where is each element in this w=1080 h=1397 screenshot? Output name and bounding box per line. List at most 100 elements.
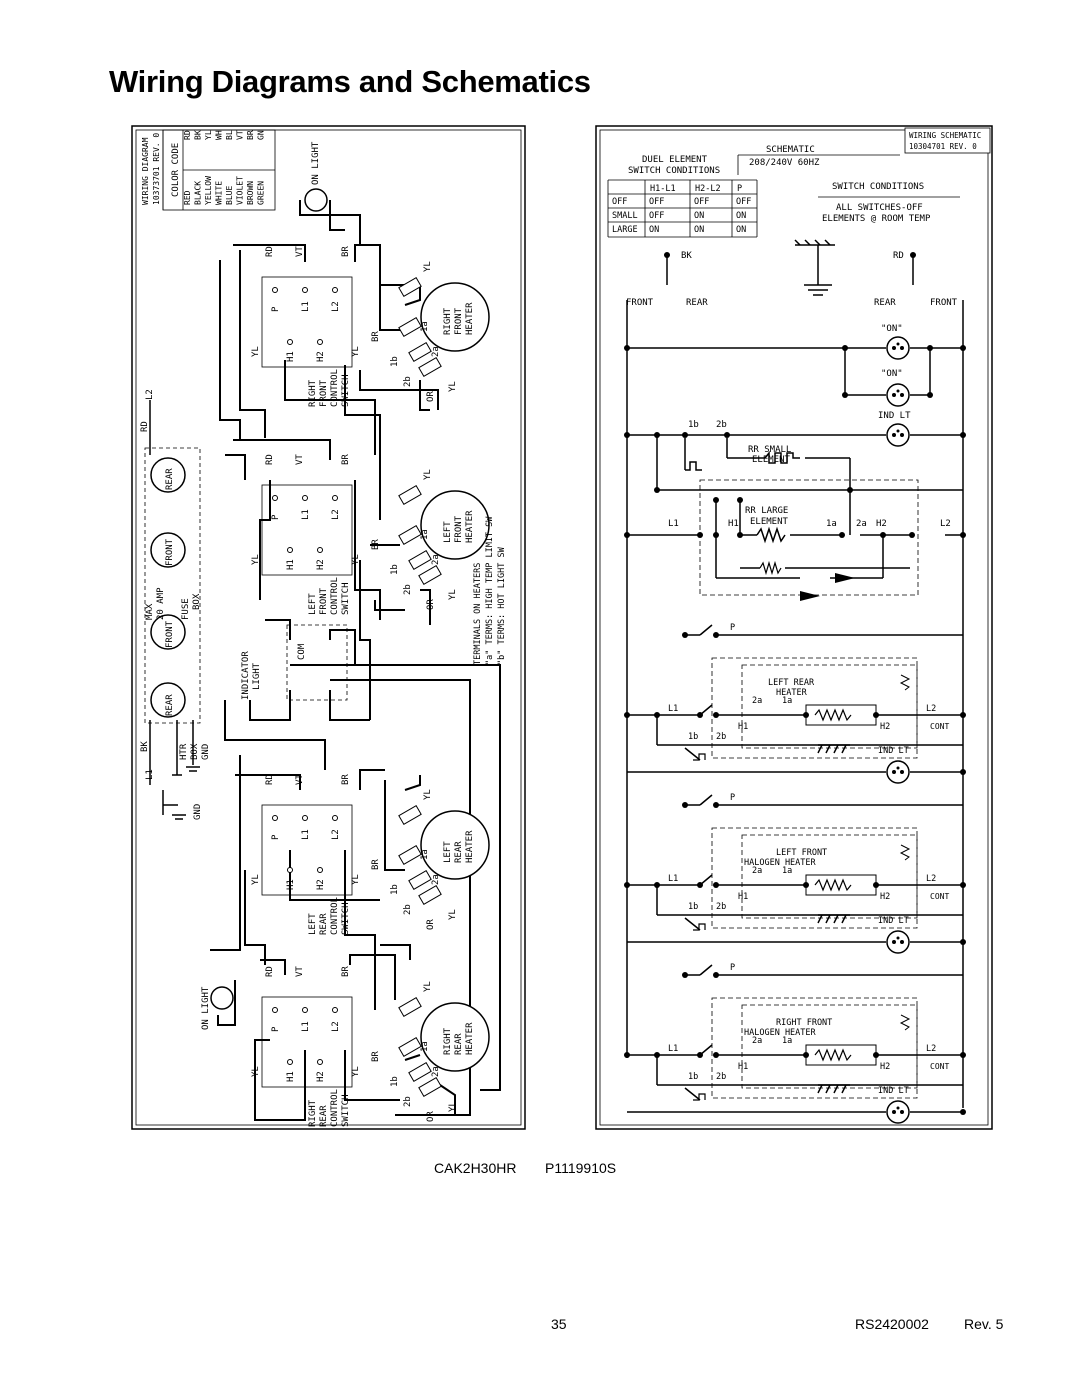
schematic-supply-labels: BK RD FRONT REAR REAR FRONT "ON" "ON" IN… bbox=[626, 251, 958, 529]
sec2-title-2: HALOGEN HEATER bbox=[744, 1028, 817, 1038]
sec1-cont: CONT bbox=[930, 892, 949, 901]
gnd-label-1: GND bbox=[201, 744, 211, 760]
sec2-p: P bbox=[730, 963, 735, 973]
table-cell-0-1: OFF bbox=[649, 197, 664, 207]
rr-l1: L1 bbox=[668, 519, 679, 529]
sw1-name-2: CONTROL bbox=[330, 577, 340, 615]
sw3-or: OR bbox=[426, 1111, 436, 1122]
junction-dot-25 bbox=[682, 632, 688, 638]
junction-dot-32 bbox=[960, 712, 966, 718]
sw2-h2: H2 bbox=[316, 879, 326, 890]
htr-label: HTR bbox=[179, 743, 189, 760]
sec2-l1: L1 bbox=[668, 1044, 678, 1054]
sw2-rd: RD bbox=[265, 774, 275, 785]
sec2-2b: 2b bbox=[716, 1072, 726, 1082]
junction-dot-24 bbox=[960, 532, 966, 538]
heater1-1a: 1a bbox=[420, 529, 430, 540]
junction-dot-26 bbox=[713, 632, 719, 638]
table-cell-1-0: SMALL bbox=[612, 211, 638, 221]
wiring-lines bbox=[210, 200, 501, 1121]
fuse-label-2: FRONT bbox=[165, 538, 175, 566]
sw3-h1: H1 bbox=[286, 1071, 296, 1082]
table-header-1: H1-L1 bbox=[650, 184, 676, 194]
junction-dot-37 bbox=[624, 882, 630, 888]
sec1-2b: 2b bbox=[716, 902, 726, 912]
sw3-h2: H2 bbox=[316, 1071, 326, 1082]
junction-dot-42 bbox=[960, 882, 966, 888]
sw0-p: P bbox=[271, 306, 281, 312]
junction-dot-7 bbox=[927, 392, 933, 398]
table-cell-2-3: ON bbox=[736, 225, 746, 235]
color-code-title: COLOR CODE bbox=[171, 143, 181, 197]
junction-dot-36 bbox=[713, 802, 719, 808]
wiring-diagram-panel: WIRING DIAGRAM 10373701 REV. 0 COLOR COD… bbox=[131, 125, 526, 1130]
sec0-l1: L1 bbox=[668, 704, 678, 714]
sw1-br: BR bbox=[341, 454, 351, 465]
heater0-2a: 2a bbox=[431, 346, 441, 357]
on-light-top bbox=[304, 188, 328, 212]
sw1-vt: VT bbox=[295, 454, 305, 465]
sw2-vt: VT bbox=[295, 774, 305, 785]
sw1-or: OR bbox=[426, 599, 436, 610]
junction-dot-21 bbox=[839, 532, 845, 538]
junction-dot-52 bbox=[960, 1052, 966, 1058]
sec1-h1: H1 bbox=[738, 892, 748, 902]
color-name-7: GREEN bbox=[257, 181, 266, 205]
junction-dot-46 bbox=[713, 972, 719, 978]
sw3-rd: RD bbox=[265, 966, 275, 977]
sw0-yl2: YL bbox=[423, 261, 433, 272]
junction-dot-16 bbox=[847, 487, 853, 493]
table-cell-1-2: ON bbox=[694, 211, 704, 221]
sw1-p: P bbox=[271, 514, 281, 520]
all-switches-off: ALL SWITCHES-OFF bbox=[836, 203, 923, 213]
junction-dot-19 bbox=[713, 532, 719, 538]
table-cell-0-0: OFF bbox=[612, 197, 627, 207]
wiring-header-1: WIRING DIAGRAM bbox=[141, 137, 150, 205]
fuse-box-label: MAX 20 AMP FUSE BOX bbox=[145, 587, 202, 620]
sec2-l2: L2 bbox=[926, 1044, 936, 1054]
sw3-l2: L2 bbox=[331, 1021, 341, 1032]
sw0-yl4: YL bbox=[251, 346, 261, 357]
sw1-h2: H2 bbox=[316, 559, 326, 570]
junction-dot-31 bbox=[873, 712, 879, 718]
sw2-yl2: YL bbox=[423, 789, 433, 800]
rr-h2: H2 bbox=[876, 519, 887, 529]
sec2-h1: H1 bbox=[738, 1062, 748, 1072]
sw3-name-2: CONTROL bbox=[330, 1089, 340, 1127]
heater3-2a: 2a bbox=[431, 1066, 441, 1077]
junction-dot-28 bbox=[697, 712, 703, 718]
sec2-ind-lamp bbox=[886, 1100, 910, 1124]
sw0-l2: L2 bbox=[331, 301, 341, 312]
sw3-l1: L1 bbox=[301, 1021, 311, 1032]
sec0-1a: 1a bbox=[782, 696, 792, 706]
sw2-yl4: YL bbox=[251, 874, 261, 885]
on-light-top-label: ON LIGHT bbox=[311, 141, 321, 185]
table-cell-1-1: OFF bbox=[649, 211, 664, 221]
on-lamp-2 bbox=[886, 383, 910, 407]
heater1-2a: 2a bbox=[431, 554, 441, 565]
sw2-h1: H1 bbox=[286, 879, 296, 890]
color-code-3: WH bbox=[215, 130, 224, 140]
junction-dot-54 bbox=[960, 1109, 966, 1115]
sw3-yl: YL bbox=[351, 1066, 361, 1077]
schematic-front-right: FRONT bbox=[930, 298, 958, 308]
heater2-label-2: HEATER bbox=[465, 830, 475, 863]
junction-dot-8 bbox=[624, 432, 630, 438]
sw0-2b: 2b bbox=[403, 376, 413, 387]
sec0-cont: CONT bbox=[930, 722, 949, 731]
sw0-name-2: CONTROL bbox=[330, 369, 340, 407]
junction-dot-12 bbox=[960, 432, 966, 438]
table-cell-2-0: LARGE bbox=[612, 225, 638, 235]
sw2-or: OR bbox=[426, 919, 436, 930]
junction-dot-44 bbox=[960, 939, 966, 945]
sw1-name-0: LEFT bbox=[308, 593, 318, 615]
duel-element-label: DUEL ELEMENT bbox=[642, 155, 708, 165]
sec1-h2: H2 bbox=[880, 892, 890, 902]
schematic-front-left: FRONT bbox=[626, 298, 654, 308]
color-name-1: BLACK bbox=[194, 181, 203, 205]
junction-dot-38 bbox=[697, 882, 703, 888]
sec1-1a: 1a bbox=[782, 866, 792, 876]
junction-dot-2 bbox=[624, 345, 630, 351]
